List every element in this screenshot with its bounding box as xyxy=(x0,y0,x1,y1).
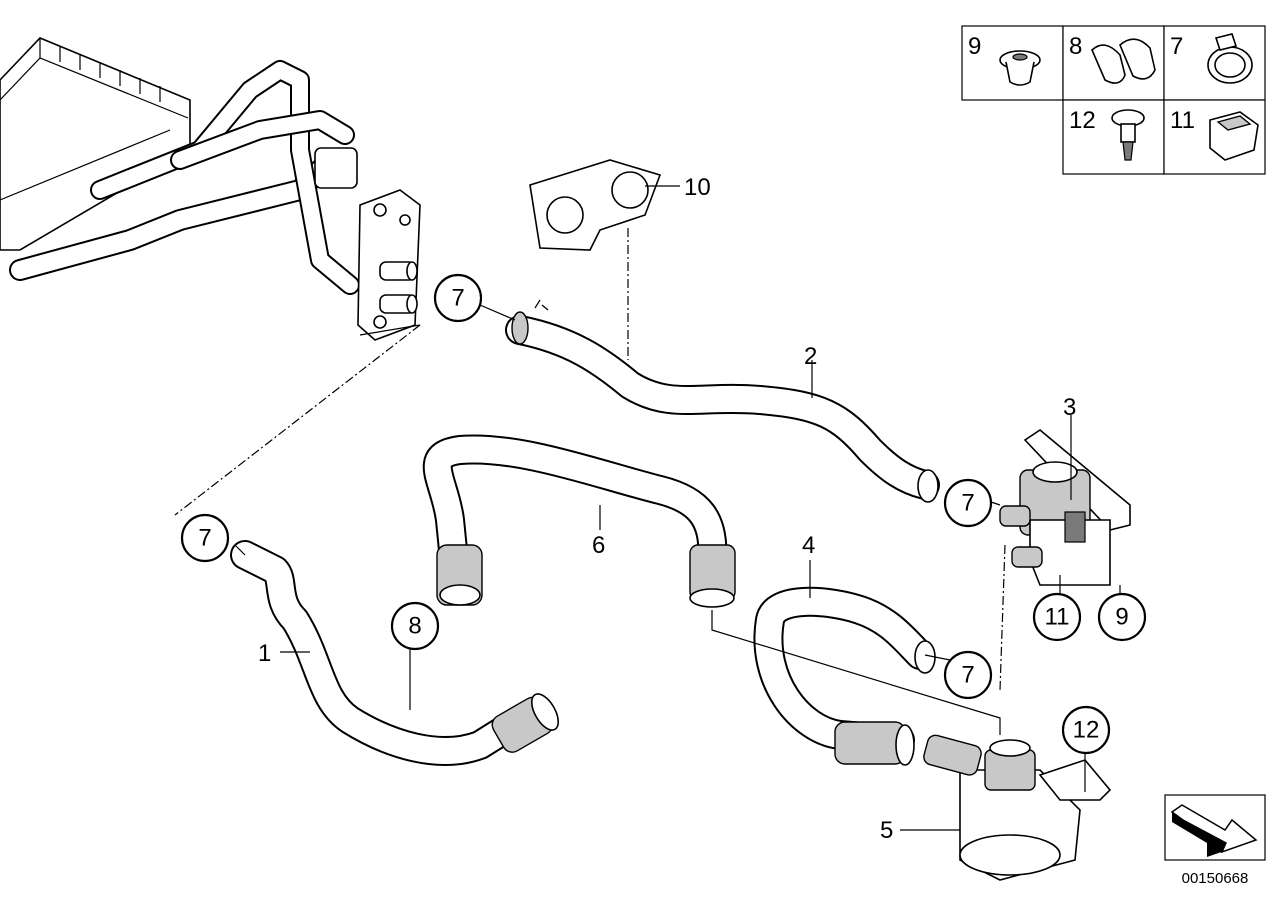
callout-9: 9 xyxy=(1097,592,1147,642)
svg-text:7: 7 xyxy=(451,285,464,312)
hose-clamp-icon xyxy=(1207,33,1253,84)
heater-core xyxy=(0,37,421,341)
callout-8: 8 xyxy=(390,601,440,651)
svg-text:7: 7 xyxy=(961,662,974,689)
callout-7-hose1: 7 xyxy=(180,513,230,563)
hose-4 xyxy=(753,586,936,766)
svg-text:11: 11 xyxy=(1170,107,1195,134)
legend-item-7: 7 xyxy=(1170,33,1253,84)
callout-12: 12 xyxy=(1061,705,1111,755)
svg-text:9: 9 xyxy=(1115,604,1128,631)
svg-text:8: 8 xyxy=(408,613,421,640)
label-5: 5 xyxy=(880,817,893,844)
valve-3 xyxy=(999,429,1131,586)
svg-text:9: 9 xyxy=(968,33,981,60)
legend-item-9: 9 xyxy=(968,33,1041,86)
callout-7-hose2: 7 xyxy=(943,478,993,528)
svg-text:11: 11 xyxy=(1045,604,1070,631)
document-number: 00150668 xyxy=(1182,870,1249,887)
pump-5 xyxy=(923,734,1112,881)
label-6: 6 xyxy=(592,532,605,559)
svg-text:7: 7 xyxy=(961,490,974,517)
hose-1 xyxy=(230,540,560,766)
orientation-arrow-box xyxy=(1164,794,1266,861)
grommet-icon xyxy=(999,50,1041,86)
svg-text:7: 7 xyxy=(198,525,211,552)
callout-7-heater: 7 xyxy=(433,273,483,323)
bracket-10 xyxy=(529,159,662,251)
label-1: 1 xyxy=(258,640,271,667)
svg-text:12: 12 xyxy=(1073,717,1100,744)
label-3: 3 xyxy=(1063,394,1076,421)
label-10: 10 xyxy=(684,174,711,201)
callout-11: 11 xyxy=(1032,592,1082,642)
leader-heater-hose1 xyxy=(174,324,421,516)
direction-arrow-icon xyxy=(1170,804,1258,857)
legend-item-12: 12 xyxy=(1069,107,1145,161)
label-4: 4 xyxy=(802,532,815,559)
expanding-rivet-icon xyxy=(1111,109,1145,161)
rubber-mount-icon xyxy=(1209,111,1259,161)
hose-2 xyxy=(505,299,940,503)
leader-heater-7 xyxy=(359,324,421,336)
callout-7-hose4: 7 xyxy=(943,650,993,700)
svg-text:12: 12 xyxy=(1069,107,1096,134)
svg-text:8: 8 xyxy=(1069,33,1082,60)
leader-hose6-pump xyxy=(711,610,1001,735)
leader-valve-hose4 xyxy=(999,544,1006,691)
hose-6 xyxy=(422,434,736,608)
hose-clamp-double-icon xyxy=(1091,38,1156,84)
legend-item-8: 8 xyxy=(1069,33,1156,84)
svg-text:7: 7 xyxy=(1170,33,1183,60)
small-parts-legend: 9 8 7 12 xyxy=(961,25,1266,175)
legend-item-11: 11 xyxy=(1170,107,1259,161)
label-2: 2 xyxy=(804,343,817,370)
